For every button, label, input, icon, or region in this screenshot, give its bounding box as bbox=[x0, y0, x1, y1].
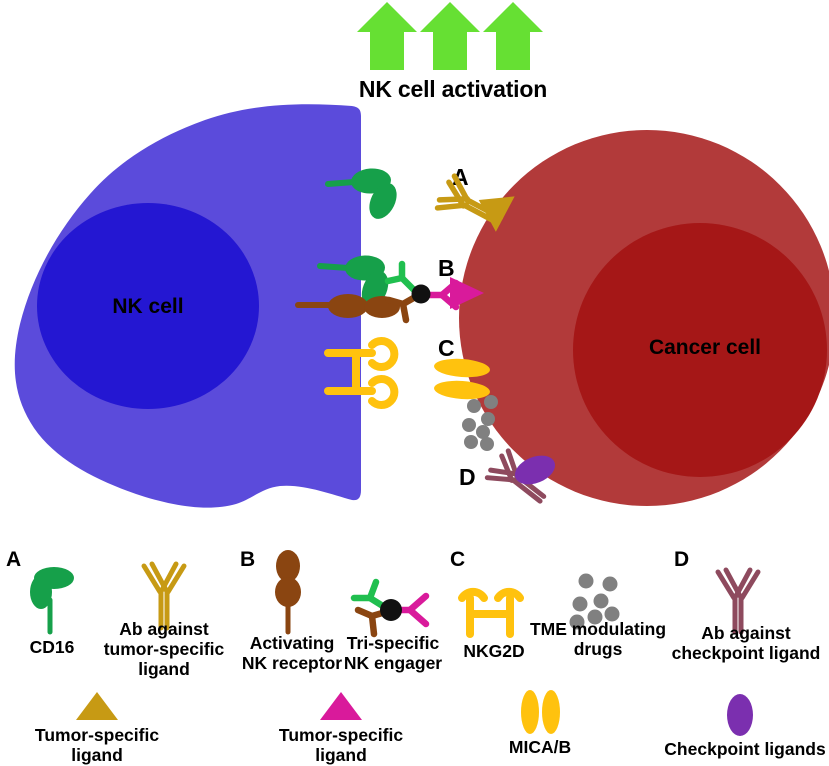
legend-section-label-c: C bbox=[450, 548, 466, 571]
legend-section-label-d: D bbox=[674, 548, 690, 571]
antibody-gold-icon bbox=[141, 561, 187, 631]
nk-activation-title: NK cell activation bbox=[358, 76, 548, 102]
triangle-magenta-icon bbox=[450, 277, 484, 309]
marker-label-d: D bbox=[459, 464, 476, 490]
triangle-gold-icon bbox=[478, 196, 515, 232]
nk-cell-label: NK cell bbox=[112, 295, 184, 318]
triangle-magenta-icon bbox=[320, 692, 362, 720]
nk-cell bbox=[14, 104, 361, 508]
legend-item-label: MICA/B bbox=[508, 737, 572, 757]
legend-item-label: Tumor-specific ligand bbox=[34, 725, 160, 765]
nkg2d-receptor-icon bbox=[458, 588, 524, 638]
cd16-receptor-icon bbox=[317, 255, 389, 308]
legend-item-label: Activating NK receptor bbox=[241, 633, 343, 673]
activating-receptor-icon bbox=[295, 294, 400, 318]
legend-item-label: NKG2D bbox=[463, 641, 525, 661]
cd16-receptor-icon bbox=[325, 168, 397, 219]
antibody-mauve-icon bbox=[715, 567, 761, 635]
cancer-cell bbox=[459, 130, 829, 506]
legend-item-label: CD16 bbox=[29, 637, 75, 657]
triangle-gold-icon bbox=[76, 692, 118, 720]
legend-item-label: TME modulating drugs bbox=[529, 619, 667, 659]
tri-specific-engager-icon bbox=[350, 578, 430, 638]
checkpoint-ligand-icon bbox=[514, 455, 556, 485]
checkpoint-ligand-icon bbox=[727, 694, 753, 736]
marker-label-b: B bbox=[438, 255, 455, 281]
tme-drugs-icon bbox=[462, 395, 498, 451]
legend-section-label-b: B bbox=[240, 548, 256, 571]
cancer-cell-nucleus bbox=[573, 223, 827, 477]
nk-cell-nucleus bbox=[37, 203, 259, 409]
legend-item-label: Tumor-specific ligand bbox=[278, 725, 404, 765]
cd16-receptor-icon bbox=[30, 567, 74, 635]
mica-b-icon bbox=[434, 358, 490, 400]
legend-item-label: Ab against tumor-specific ligand bbox=[103, 619, 225, 679]
activating-receptor-icon bbox=[275, 550, 301, 635]
nkg2d-receptor-icon bbox=[324, 337, 399, 409]
legend-item-label: Tri-specific NK engager bbox=[343, 633, 443, 673]
legend-item-label: Ab against checkpoint ligand bbox=[671, 623, 821, 663]
nk-activation-arrows bbox=[357, 2, 543, 70]
marker-label-c: C bbox=[438, 335, 455, 361]
legend-section-label-a: A bbox=[6, 548, 22, 571]
legend-item-label: Checkpoint ligands bbox=[664, 739, 826, 759]
tme-drugs-icon bbox=[569, 573, 620, 630]
mica-b-icon bbox=[521, 690, 560, 734]
cancer-cell-label: Cancer cell bbox=[648, 336, 762, 359]
